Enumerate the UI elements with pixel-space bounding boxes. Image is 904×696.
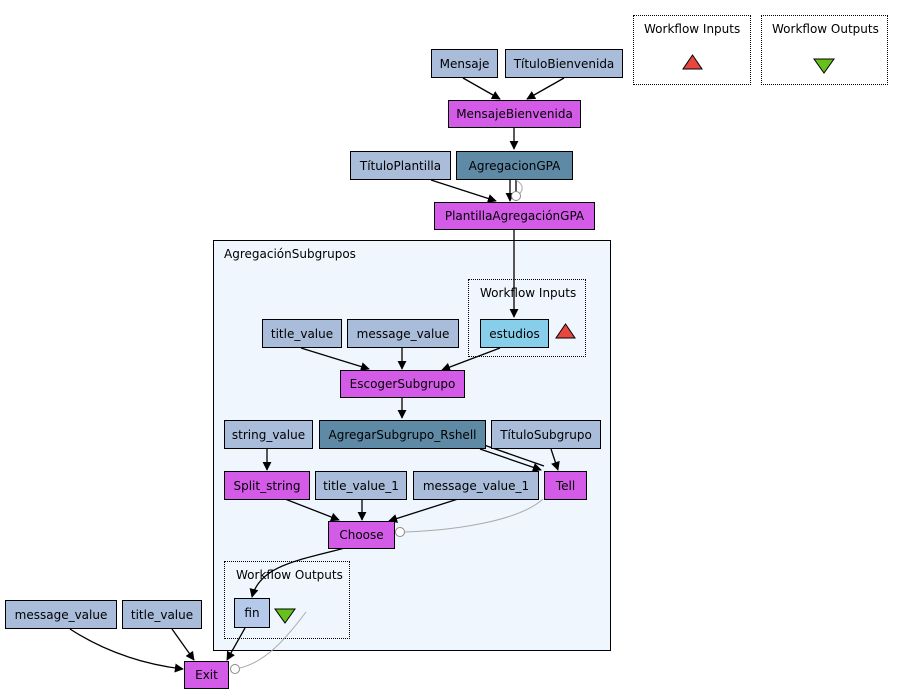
sub-input-triangle-icon [555, 323, 576, 339]
node-message-value-1[interactable]: message_value_1 [413, 471, 539, 500]
sub-workflow-outputs-box [224, 561, 350, 639]
node-choose[interactable]: Choose [328, 521, 395, 549]
control-link-fin-to-exit [239, 611, 307, 669]
control-circle-plantilla [511, 191, 521, 201]
node-split-string[interactable]: Split_string [224, 471, 310, 500]
node-exit[interactable]: Exit [184, 661, 229, 689]
subworkflow-label: AgregaciónSubgrupos [224, 247, 356, 261]
node-mensaje[interactable]: Mensaje [431, 49, 498, 78]
edge-fin-to-exit [226, 627, 246, 661]
node-estudios[interactable]: estudios [480, 319, 549, 348]
sub-output-triangle-icon [274, 608, 296, 624]
edge-titlevalue-to-escoger [300, 347, 370, 371]
sub-workflow-inputs-label: Workflow Inputs [480, 286, 577, 300]
node-title-value-outer[interactable]: title_value [122, 600, 202, 629]
edge-mensaje-to-mensajebienvenida [462, 77, 501, 100]
edge-estudios-to-escoger [441, 347, 501, 372]
control-circle-choose [395, 527, 405, 537]
control-circle-exit [230, 664, 240, 674]
edge-titulplantilla-to-plantilla [430, 179, 497, 203]
top-workflow-outputs-box [761, 15, 888, 85]
edge-split-to-choose [284, 498, 340, 522]
node-agregar-subgrupo-rshell[interactable]: AgregarSubgrupo_Rshell [319, 420, 486, 449]
node-fin[interactable]: fin [234, 598, 270, 628]
edge-titulobienvenida-to-mensajebienvenida [526, 77, 565, 100]
top-workflow-outputs-label: Workflow Outputs [772, 22, 879, 36]
edge-messagevalueouter-to-exit [69, 628, 184, 673]
edge-choose-to-fin [249, 547, 346, 598]
node-titulo-plantilla[interactable]: TítuloPlantilla [350, 151, 451, 180]
node-string-value[interactable]: string_value [224, 420, 313, 449]
node-message-value-sub[interactable]: message_value [347, 319, 459, 348]
node-titulo-bienvenida[interactable]: TítuloBienvenida [505, 49, 623, 78]
node-escoger-subgrupo[interactable]: EscogerSubgrupo [340, 370, 465, 398]
node-title-value-sub[interactable]: title_value [262, 319, 342, 348]
node-mensaje-bienvenida[interactable]: MensajeBienvenida [448, 100, 581, 128]
sub-workflow-inputs-box [468, 279, 586, 357]
top-workflow-inputs-label: Workflow Inputs [644, 22, 741, 36]
edge-agregarsubgrupo-to-tell-a [479, 448, 542, 472]
node-message-value-outer[interactable]: message_value [5, 600, 117, 629]
top-input-triangle-icon [682, 54, 703, 70]
edge-titulosubgrupo-to-tell [550, 448, 560, 471]
node-titulo-subgrupo[interactable]: TítuloSubgrupo [491, 420, 601, 449]
control-link-tell-to-choose [404, 498, 544, 533]
top-workflow-inputs-box [633, 15, 751, 85]
node-agregacion-gpa[interactable]: AgregacionGPA [456, 151, 573, 180]
node-tell[interactable]: Tell [544, 471, 587, 500]
node-title-value-1[interactable]: title_value_1 [315, 471, 407, 500]
top-output-triangle-icon [813, 58, 835, 74]
edge-titlevalueouter-to-exit [171, 628, 195, 661]
node-plantilla-agregacion-gpa[interactable]: PlantillaAgregaciónGPA [434, 202, 595, 230]
edge-messagevalue1-to-choose [388, 498, 459, 523]
